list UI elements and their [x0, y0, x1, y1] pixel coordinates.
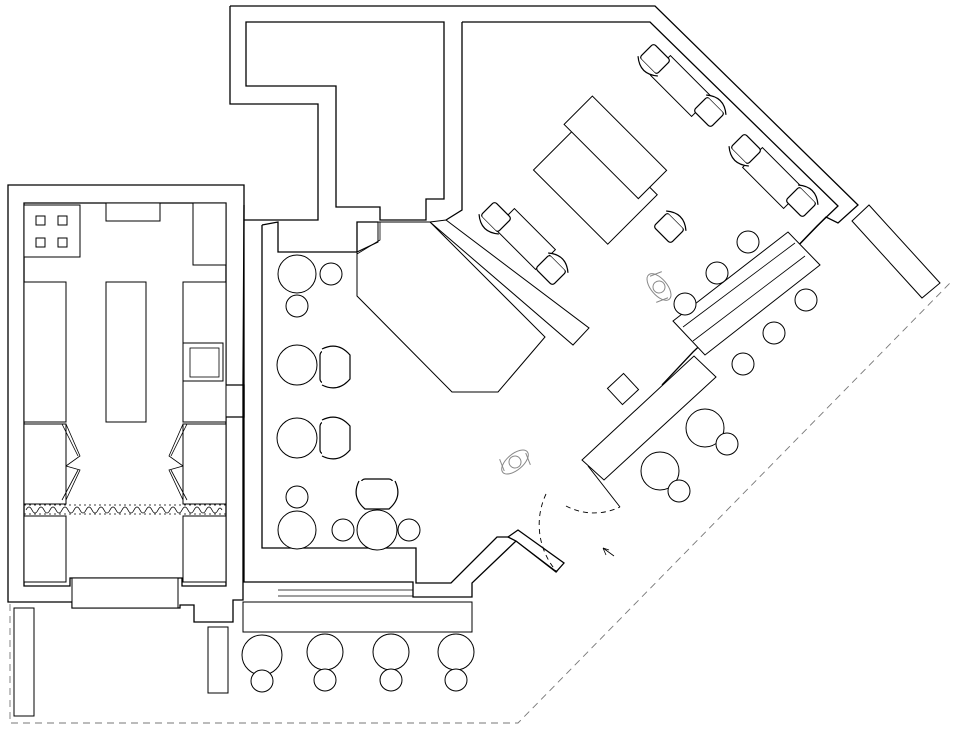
- main-dining-outer-wall: [243, 220, 517, 598]
- bench-left: [13, 607, 35, 717]
- table: [277, 510, 317, 550]
- entry-arrow-icon: [602, 547, 615, 557]
- hood-unit: [105, 202, 161, 222]
- table: [356, 509, 398, 551]
- terrace-boundary: [9, 282, 951, 724]
- chair-icon: [637, 44, 670, 77]
- stool: [285, 485, 309, 509]
- stool: [250, 669, 274, 693]
- person-icon: [499, 449, 531, 475]
- person-icon: [646, 271, 672, 303]
- back-counter: [71, 577, 179, 609]
- entrance-door-leaf: [515, 540, 558, 573]
- left-counter: [23, 281, 67, 423]
- stool: [794, 288, 818, 312]
- bar-back-counter: [428, 219, 590, 346]
- stool: [667, 479, 691, 503]
- table: [276, 417, 318, 459]
- chair-icon: [786, 184, 819, 217]
- strip-curtain: [25, 506, 223, 514]
- table: [277, 254, 317, 294]
- tall-cabinet: [192, 202, 227, 266]
- bench-mid: [207, 626, 229, 694]
- storage-room-wall: [245, 21, 445, 221]
- table: [640, 451, 680, 491]
- table: [372, 633, 410, 671]
- stool: [705, 261, 729, 285]
- chair-icon: [654, 210, 687, 243]
- back-dining-wall: [462, 21, 839, 253]
- lower-cabinet-left: [23, 515, 67, 583]
- entrance-frame: [506, 529, 565, 573]
- table: [306, 633, 344, 671]
- dining-building: [229, 5, 859, 598]
- main-dining-inner-wall: [261, 225, 508, 584]
- stool: [731, 352, 755, 376]
- table: [685, 408, 725, 448]
- cooler-right: [182, 423, 227, 505]
- cooler-left: [23, 423, 67, 505]
- entrance-door-right: [587, 465, 621, 508]
- chair-icon: [319, 345, 351, 389]
- chair-icon: [478, 202, 511, 235]
- stool: [285, 294, 309, 318]
- stove-burners-icon: [35, 215, 68, 248]
- entrance-door-swing: [538, 493, 558, 573]
- stool: [331, 518, 355, 542]
- chair-icon: [536, 252, 569, 285]
- chair-icon: [694, 94, 727, 127]
- lower-cabinet-right: [182, 515, 227, 583]
- prep-island: [105, 281, 147, 423]
- stove: [23, 204, 81, 258]
- side-rail: [851, 204, 941, 299]
- front-partition-upper: [672, 231, 821, 356]
- stool: [379, 668, 403, 692]
- chair-icon: [728, 134, 761, 167]
- cooler-right-door: [168, 423, 184, 501]
- stool: [313, 668, 337, 692]
- stool: [762, 321, 786, 345]
- chair-icon: [319, 416, 351, 460]
- kitchen: [7, 184, 245, 623]
- stool: [444, 668, 468, 692]
- front-partition-lower: [581, 355, 717, 481]
- partition-post: [606, 372, 640, 406]
- cooler-left-door: [65, 423, 81, 501]
- table: [437, 633, 475, 671]
- stool: [736, 230, 760, 254]
- chairs: [319, 44, 819, 510]
- sink-basin: [189, 347, 220, 378]
- stool: [319, 262, 343, 286]
- sink: [182, 342, 224, 382]
- table: [276, 344, 318, 386]
- entrance-door-right-swing: [565, 505, 621, 514]
- table: [241, 634, 283, 676]
- long-table: [563, 95, 668, 200]
- stool: [397, 518, 421, 542]
- stool: [715, 432, 739, 456]
- chair-icon: [355, 478, 399, 510]
- dining-furniture: [241, 54, 818, 693]
- outdoor-bench-counter: [242, 601, 473, 633]
- stool: [673, 292, 697, 316]
